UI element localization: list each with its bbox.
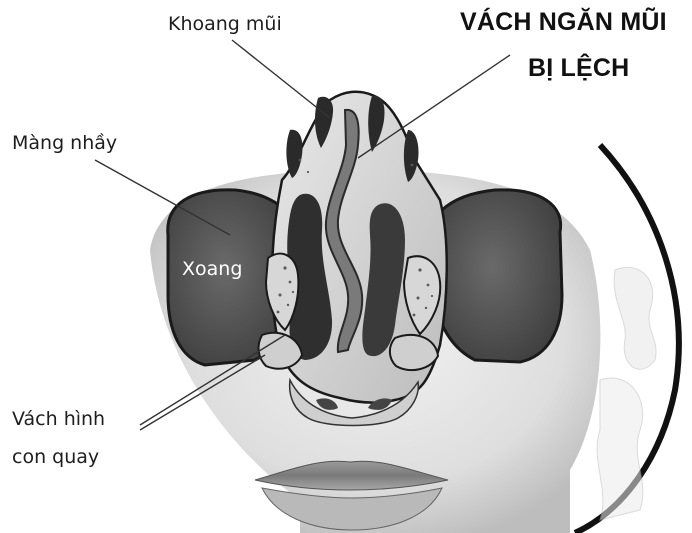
- background-sinus-detail: [597, 267, 656, 520]
- leader-nasal-cavity: [232, 40, 330, 118]
- title-line-1: VÁCH NGĂN MŨI: [460, 8, 667, 37]
- label-sinus: Xoang: [182, 257, 242, 282]
- label-nasal-cavity: Khoang mũi: [168, 12, 282, 37]
- title-line-2: BỊ LỆCH: [528, 54, 629, 83]
- label-turbinate-line-2: con quay: [12, 445, 99, 470]
- right-sinus: [435, 190, 562, 362]
- label-mucous-membrane: Màng nhầy: [12, 131, 117, 156]
- label-turbinate-line-1: Vách hình: [12, 407, 105, 432]
